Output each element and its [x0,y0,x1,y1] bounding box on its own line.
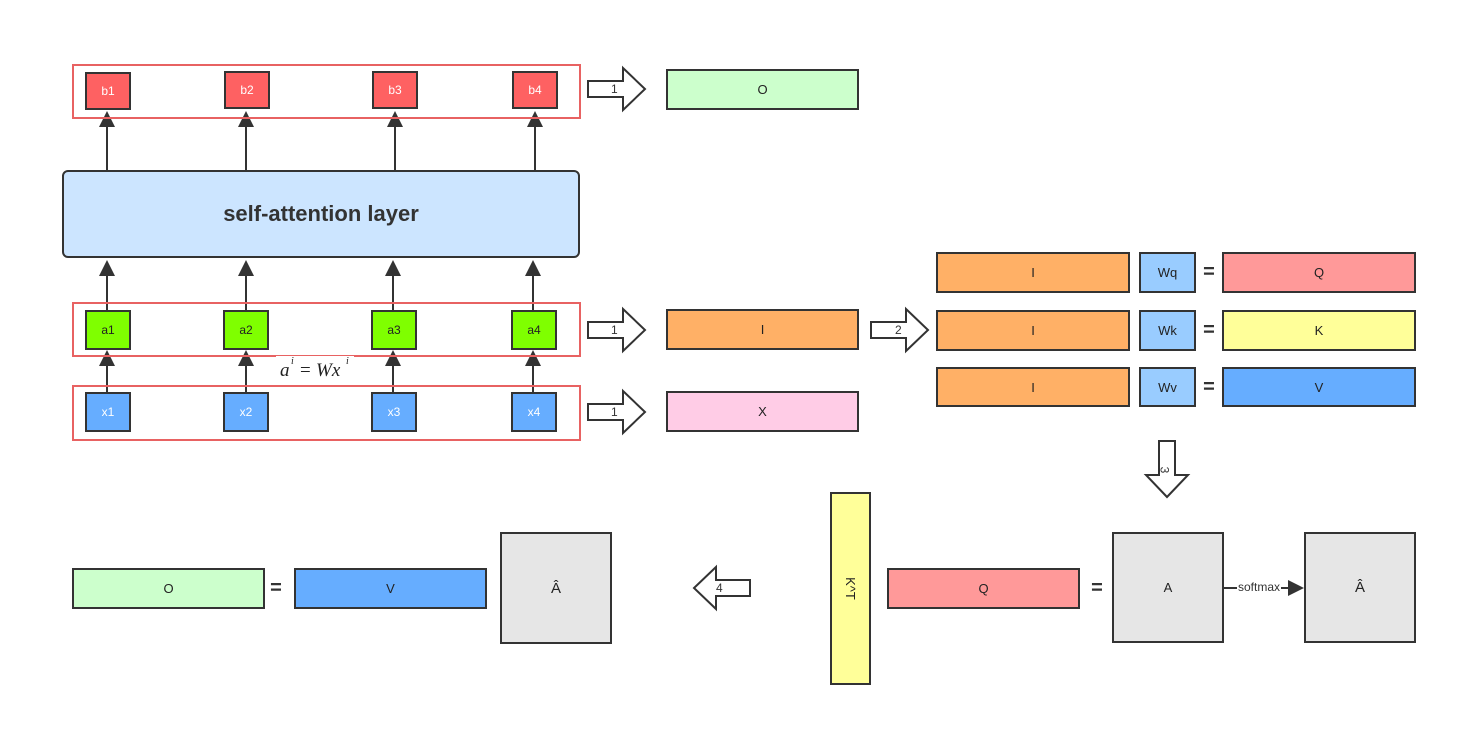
big-arrow-1-bottom [587,388,647,436]
matrix-q-bottom: Q [887,568,1080,609]
big-arrow-2 [870,306,930,354]
embedding-a2: a2 [223,310,269,350]
matrix-o-top: O [666,69,859,110]
input-x1: x1 [85,392,131,432]
self-attention-layer: self-attention layer [62,170,580,258]
formula-sup-i2: i [346,356,349,367]
arrow-label-1-mid: 1 [611,323,618,337]
matrix-o-bottom: O [72,568,265,609]
output-b2: b2 [224,71,270,109]
matrix-i-row-2: I [936,310,1130,351]
matrix-a: A [1112,532,1224,643]
embedding-a3: a3 [371,310,417,350]
input-x2: x2 [223,392,269,432]
formula-sup-i: i [291,356,294,367]
matrix-k-transpose-label: K^T [843,577,858,600]
equals-sign-q: = [1203,260,1215,283]
equals-sign-k: = [1203,318,1215,341]
matrix-k-transpose: K^T [830,492,871,685]
input-x4: x4 [511,392,557,432]
formula-eq: = [300,360,311,381]
big-arrow-3 [1143,440,1191,499]
arrow-label-1-top: 1 [611,82,618,96]
formula-wx: Wx [316,360,341,381]
equals-sign-o: = [270,576,282,599]
weight-wv: Wv [1139,367,1196,407]
embedding-a1: a1 [85,310,131,350]
output-b4: b4 [512,71,558,109]
big-arrow-1-mid [587,306,647,354]
matrix-k: K [1222,310,1416,351]
output-b1: b1 [85,72,131,110]
equals-sign-a: = [1091,576,1103,599]
equals-sign-v: = [1203,375,1215,398]
input-group [72,385,581,441]
softmax-label: softmax [1237,580,1282,594]
matrix-a-hat: Â [1304,532,1416,643]
embedding-a4: a4 [511,310,557,350]
matrix-i-mid: I [666,309,859,350]
matrix-a-hat-bottom: Â [500,532,612,644]
embedding-group [72,302,581,357]
weight-wk: Wk [1139,310,1196,351]
matrix-i-row-1: I [936,252,1130,293]
matrix-v-bottom: V [294,568,487,609]
output-b3: b3 [372,71,418,109]
arrow-label-1-bottom: 1 [611,405,618,419]
big-arrow-4 [692,564,751,612]
big-arrow-1-top [587,65,647,113]
matrix-v: V [1222,367,1416,407]
matrix-q: Q [1222,252,1416,293]
input-x3: x3 [371,392,417,432]
formula-a: a [280,360,290,381]
embedding-formula: a i = Wx i [276,356,354,384]
matrix-x: X [666,391,859,432]
output-group [72,64,581,119]
arrow-label-3: 3 [1157,466,1172,474]
arrow-label-4: 4 [716,581,723,595]
matrix-i-row-3: I [936,367,1130,407]
arrow-label-2: 2 [895,323,902,337]
weight-wq: Wq [1139,252,1196,293]
